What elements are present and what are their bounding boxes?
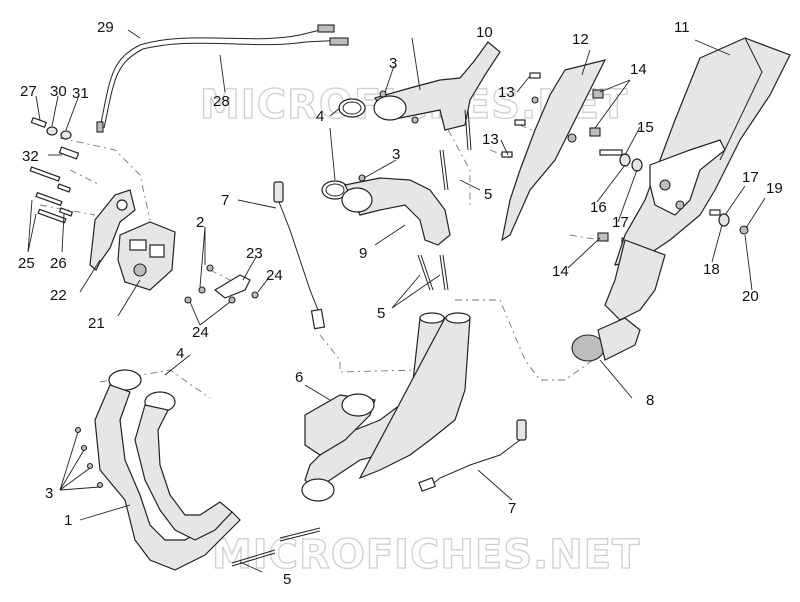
callout-29: 29 [97,19,114,36]
callout-3a: 3 [389,55,397,72]
callout-7-top: 7 [221,192,229,209]
watermark-bottom: MICROFICHES.NET [212,532,640,578]
part-actuator-21 [117,221,176,291]
callout-20: 20 [742,288,759,305]
callout-15: 15 [637,119,654,136]
part-sensor-7-top [273,181,326,330]
callout-27: 27 [20,83,37,100]
callout-28: 28 [213,93,230,110]
callout-12: 12 [572,31,589,48]
part-clamp-8 [571,317,641,362]
callout-18: 18 [703,261,720,278]
callout-16: 16 [590,199,607,216]
callout-17a: 17 [612,214,629,231]
part-headers-1 [74,369,241,571]
callout-3c: 3 [45,485,53,502]
callout-32: 32 [22,148,39,165]
callout-labels: 29 28 27 30 31 32 25 26 22 21 2 23 24 24… [18,19,783,588]
part-bolts-25-26 [29,166,74,224]
callout-13a: 13 [498,84,515,101]
callout-26: 26 [50,255,67,272]
part-fasteners-27-32 [30,116,80,160]
callout-8: 8 [646,392,654,409]
callout-21: 21 [88,315,105,332]
callout-2: 2 [196,214,204,231]
part-nuts-2-24 [184,264,259,304]
callout-5c: 5 [283,571,291,588]
callout-6: 6 [295,369,303,386]
callout-23: 23 [246,245,263,262]
part-collector-6 [301,312,471,502]
callout-30: 30 [50,83,67,100]
callout-5a: 5 [484,186,492,203]
callout-10: 10 [476,24,493,41]
leader-lines [27,29,766,573]
callout-31: 31 [72,85,89,102]
part-pipe-9 [321,174,451,246]
part-pipe-10 [338,41,501,131]
callout-5b: 5 [377,305,385,322]
callout-22: 22 [50,287,67,304]
callout-11: 11 [674,19,690,36]
part-cable-28 [96,24,349,133]
callout-24b: 24 [192,324,209,341]
callout-14b: 14 [552,263,569,280]
callout-24a: 24 [266,267,283,284]
part-sensor-7-bottom [418,419,527,492]
callout-25: 25 [18,255,35,272]
callout-4b: 4 [176,345,184,362]
callout-7-bottom: 7 [508,500,516,517]
callout-17b: 17 [742,169,759,186]
callout-3b: 3 [392,146,400,163]
callout-1: 1 [64,512,72,529]
callout-13b: 13 [482,131,499,148]
part-silencer-11 [604,37,791,321]
callout-9: 9 [359,245,367,262]
callout-4a: 4 [316,108,324,125]
callout-14a: 14 [630,61,647,78]
part-bracket-22 [89,189,136,271]
part-heat-shield-12 [501,59,607,242]
part-springs-5 [231,109,472,567]
callout-19: 19 [766,180,783,197]
